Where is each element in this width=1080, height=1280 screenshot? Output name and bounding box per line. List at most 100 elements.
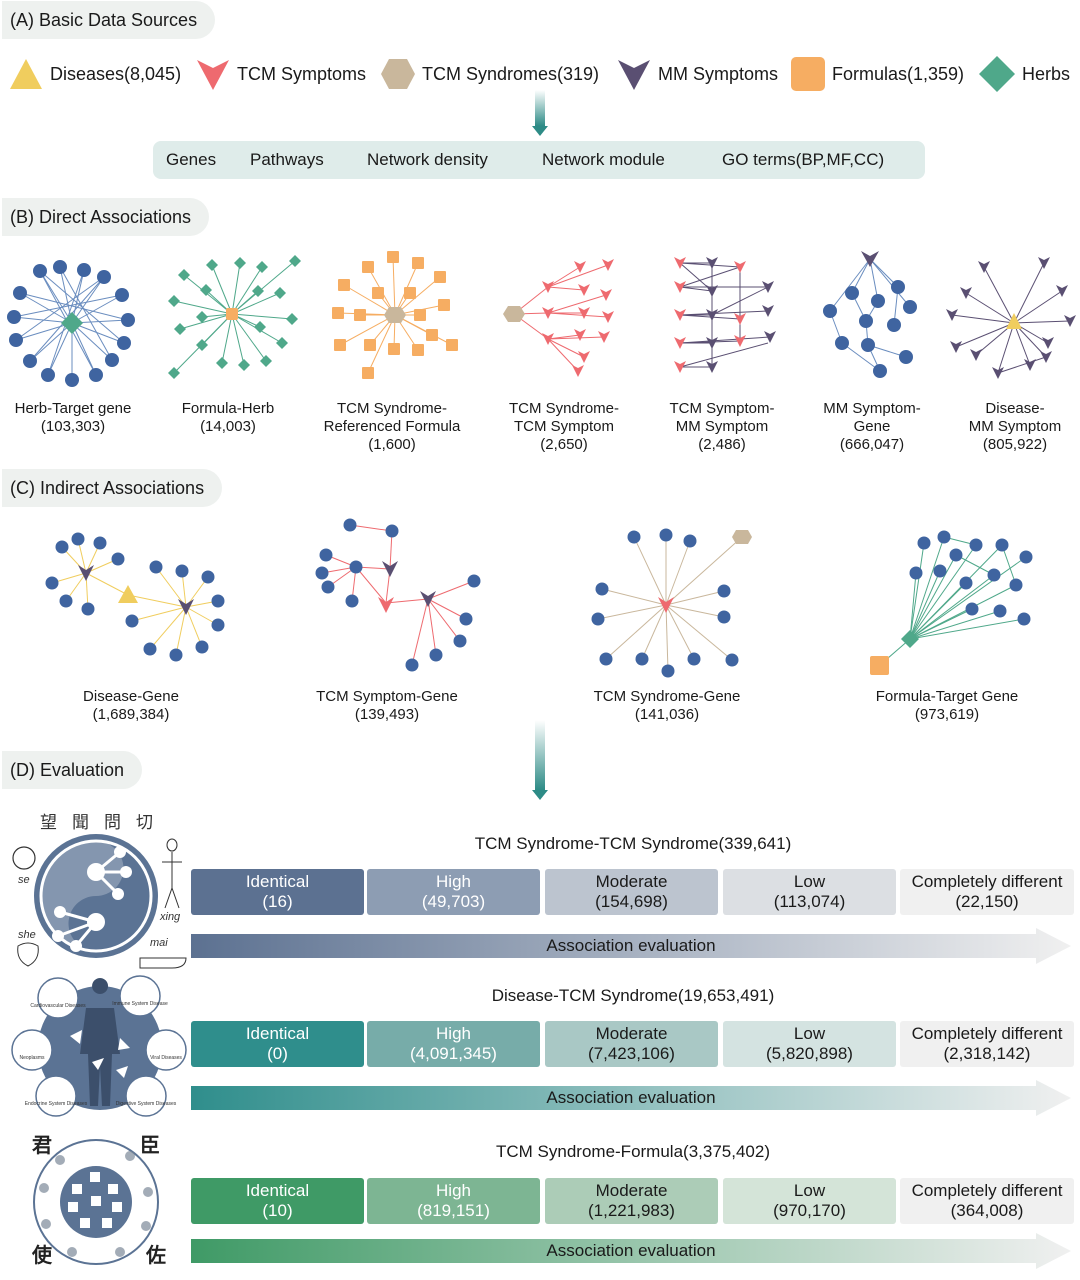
svg-text:Cardiovascular Diseases: Cardiovascular Diseases (30, 1003, 86, 1009)
body-systems-illustration: Cardiovascular Diseases Immune System Di… (11, 975, 187, 1117)
association-evaluation-label: Association evaluation (546, 1088, 716, 1107)
indirect-networks (45, 518, 1033, 678)
evaluation-bar-label: Identical (245, 872, 310, 891)
svg-text:臣: 臣 (140, 1135, 160, 1157)
evaluation-bar-label: Identical (245, 1181, 310, 1200)
section-d-header: (D) Evaluation (2, 751, 143, 789)
indirect-count: (139,493) (354, 706, 420, 723)
evaluation-title-3: TCM Syndrome-Formula(3,375,402) (496, 1142, 770, 1161)
svg-text:君: 君 (32, 1135, 52, 1157)
direct-name: TCM Syndrome- (336, 400, 448, 417)
evaluation-illustrations: 望 聞 問 切 se xing she mai C (11, 813, 187, 1267)
indirect-label-2: TCM Symptom-Gene (139,493) (297, 688, 477, 724)
evaluation-bar: Low(113,074) (723, 869, 896, 915)
indirect-count: (973,619) (914, 706, 980, 723)
evaluation-bar: Identical(0) (191, 1021, 364, 1067)
svg-text:聞: 聞 (72, 813, 89, 833)
association-arrow-3: Association evaluation (191, 1233, 1071, 1269)
down-arrow-icon (532, 720, 548, 800)
svg-text:se: se (18, 874, 30, 886)
direct-label-2: Formula-Herb (14,003) (158, 400, 298, 436)
evaluation-bar-label: Identical (245, 1024, 310, 1043)
symptom-gene-network (315, 518, 481, 672)
direct-count: (2,650) (540, 436, 588, 453)
evaluation-bar: Identical(10) (191, 1178, 364, 1224)
evaluation-bar-value: (22,150) (955, 892, 1019, 911)
evaluation-bar-label: Completely different (911, 1181, 1063, 1200)
direct-count: (103,303) (40, 418, 106, 435)
syndrome-gene-network (591, 528, 752, 678)
source-label: Herbs (1022, 63, 1071, 84)
evaluation-bar-label: Moderate (595, 1024, 668, 1043)
square-icon (791, 57, 825, 91)
evaluation-bar-value: (364,008) (950, 1201, 1024, 1220)
evaluation-bar-value: (0) (267, 1044, 288, 1063)
evaluation-bar: Moderate(7,423,106) (545, 1021, 718, 1067)
evaluation-bar-value: (49,703) (421, 892, 486, 911)
evaluation-bar: Completely different(22,150) (900, 869, 1074, 915)
evaluation-bar: Low(970,170) (723, 1178, 896, 1224)
svg-text:問: 問 (104, 813, 121, 833)
feature-go-terms: GO terms(BP,MF,CC) (722, 150, 885, 169)
feature-pathways: Pathways (250, 150, 324, 169)
source-label: Formulas(1,359) (832, 63, 965, 84)
evaluation-bar-value: (1,221,983) (588, 1201, 675, 1220)
direct-label-3: TCM Syndrome- Referenced Formula (1,600) (302, 400, 482, 454)
feature-network-density: Network density (367, 150, 488, 169)
source-mm-symptoms: MM Symptoms (616, 55, 778, 93)
direct-label-4: TCM Syndrome- TCM Symptom (2,650) (494, 400, 634, 454)
indirect-count: (141,036) (634, 706, 700, 723)
evaluation-bar-value: (113,074) (773, 892, 846, 911)
formula-herb-network (168, 255, 301, 379)
source-formulas: Formulas(1,359) (790, 55, 964, 93)
direct-name: TCM Symptom- (669, 400, 775, 417)
evaluation-bar-label: Low (793, 1181, 826, 1200)
direct-label-1: Herb-Target gene (103,303) (3, 400, 143, 436)
evaluation-title-2: Disease-TCM Syndrome(19,653,491) (491, 986, 775, 1005)
features-panel: Genes Pathways Network density Network m… (153, 141, 925, 179)
syndrome-symptom-network (503, 259, 614, 377)
indirect-count: (1,689,384) (92, 706, 170, 723)
source-tcm-syndromes: TCM Syndromes(319) (380, 55, 599, 93)
svg-text:mai: mai (150, 937, 168, 949)
feature-network-module: Network module (542, 150, 665, 169)
evaluation-title-1: TCM Syndrome-TCM Syndrome(339,641) (474, 834, 792, 853)
evaluation-bar: Completely different(364,008) (900, 1178, 1074, 1224)
evaluation-bar-label: Low (793, 1024, 826, 1043)
svg-text:Endocrine System Diseases: Endocrine System Diseases (25, 1101, 88, 1107)
section-a-header: (A) Basic Data Sources (2, 1, 216, 39)
four-diagnostics-illustration: 望 聞 問 切 se xing she mai (12, 813, 187, 969)
direct-name: TCM Syndrome- (508, 400, 620, 417)
evaluation-bar-value: (16) (262, 892, 293, 911)
formula-gene-network (870, 530, 1033, 675)
association-evaluation-label: Association evaluation (546, 1241, 716, 1260)
direct-label-6: MM Symptom- Gene (666,047) (802, 400, 942, 454)
evaluation-bar: High(4,091,345) (367, 1021, 540, 1067)
direct-count: (2,486) (698, 436, 746, 453)
indirect-name: TCM Syndrome-Gene (593, 688, 741, 705)
section-b-header: (B) Direct Associations (2, 198, 210, 236)
source-label: TCM Symptoms (237, 63, 367, 84)
source-diseases: Diseases(8,045) (8, 55, 181, 93)
direct-name-2: MM Symptom (968, 418, 1062, 435)
down-arrow-icon (532, 90, 548, 136)
svg-text:Viral Diseases: Viral Diseases (150, 1055, 182, 1061)
svg-text:望: 望 (40, 813, 57, 833)
evaluation-bar-label: High (436, 1024, 471, 1043)
source-label: MM Symptoms (658, 63, 779, 84)
direct-name-2: MM Symptom (675, 418, 769, 435)
direct-label-7: Disease- MM Symptom (805,922) (945, 400, 1080, 454)
syndrome-formula-network (332, 251, 458, 379)
svg-text:使: 使 (31, 1243, 53, 1267)
evaluation-bar-label: Completely different (911, 872, 1063, 891)
evaluation-bar-value: (4,091,345) (410, 1044, 497, 1063)
hexagon-icon (381, 59, 415, 89)
source-tcm-symptoms: TCM Symptoms (195, 55, 366, 93)
evaluation-bar-value: (7,423,106) (588, 1044, 675, 1063)
direct-count: (666,047) (839, 436, 905, 453)
gradient-arrow-icon (191, 928, 1071, 964)
indirect-name: Formula-Target Gene (875, 688, 1019, 705)
evaluation-bar-value: (5,820,898) (766, 1044, 853, 1063)
svg-text:切: 切 (136, 813, 153, 833)
evaluation-bar: Low(5,820,898) (723, 1021, 896, 1067)
